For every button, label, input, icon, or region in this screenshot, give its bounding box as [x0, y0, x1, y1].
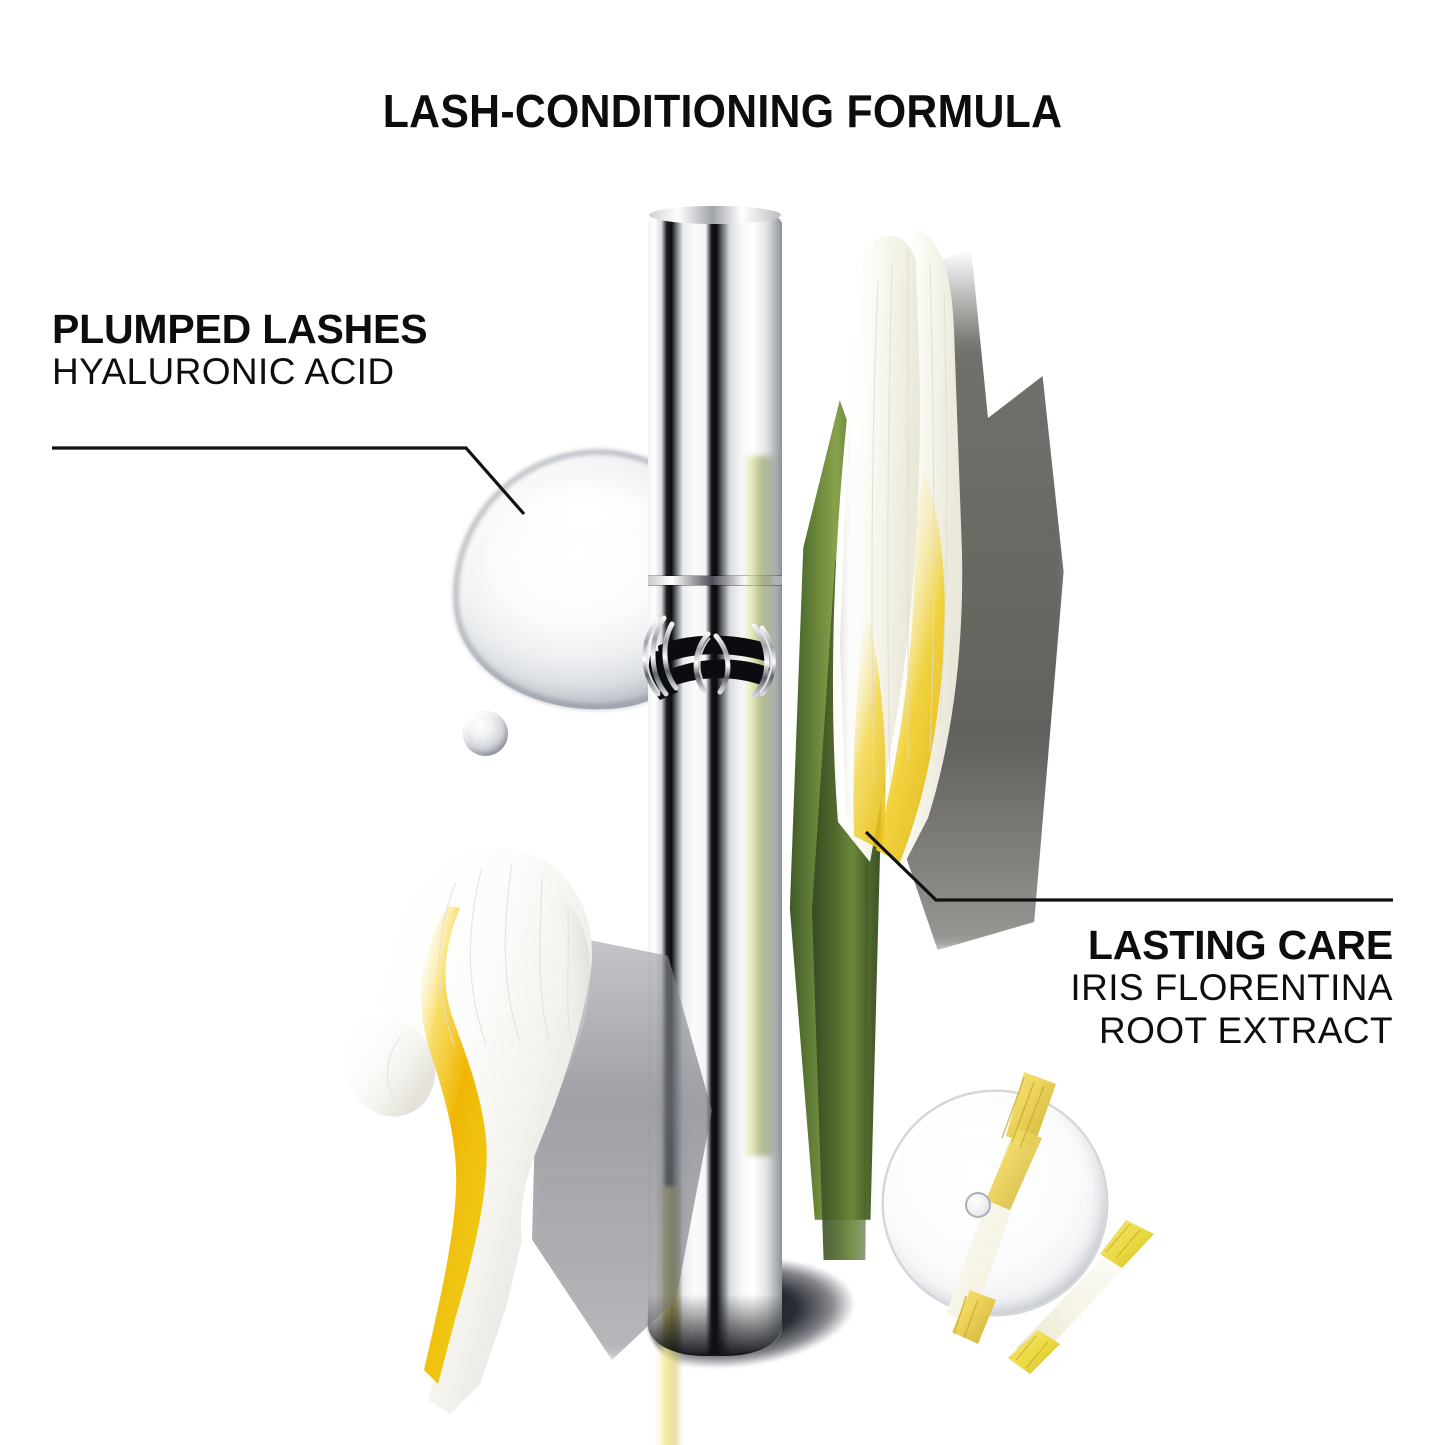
callout-right-subtitle-line2: ROOT EXTRACT — [1099, 1010, 1393, 1052]
tube-cap-top-ellipse — [649, 206, 781, 224]
page-title: LASH-CONDITIONING FORMULA — [382, 85, 1063, 137]
iris-florentina-bud — [812, 222, 1000, 882]
tube-green-reflection — [744, 456, 774, 1156]
callout-left-subtitle: HYALURONIC ACID — [52, 351, 395, 393]
iris-root-slice-primary — [884, 1062, 1124, 1362]
callout-right-subtitle-line1: IRIS FLORENTINA — [1070, 967, 1393, 1009]
mascara-tube — [648, 206, 782, 1445]
callout-right-title: LASTING CARE — [1087, 922, 1393, 968]
callout-left-title: PLUMPED LASHES — [52, 306, 428, 352]
ysl-monogram-icon — [612, 588, 802, 718]
gel-disc-bubble — [965, 1192, 991, 1218]
callout-lasting-care: LASTING CARE IRIS FLORENTINA ROOT EXTRAC… — [1070, 922, 1393, 1053]
iris-root-slice-secondary — [990, 1212, 1170, 1382]
hyaluronic-acid-micro-drop — [463, 711, 508, 756]
callout-plumped-lashes: PLUMPED LASHES HYALURONIC ACID — [52, 306, 428, 394]
gel-drop-highlight — [500, 480, 670, 550]
tube-cap-seam — [648, 576, 782, 585]
iris-florentina-petal — [330, 838, 670, 1418]
